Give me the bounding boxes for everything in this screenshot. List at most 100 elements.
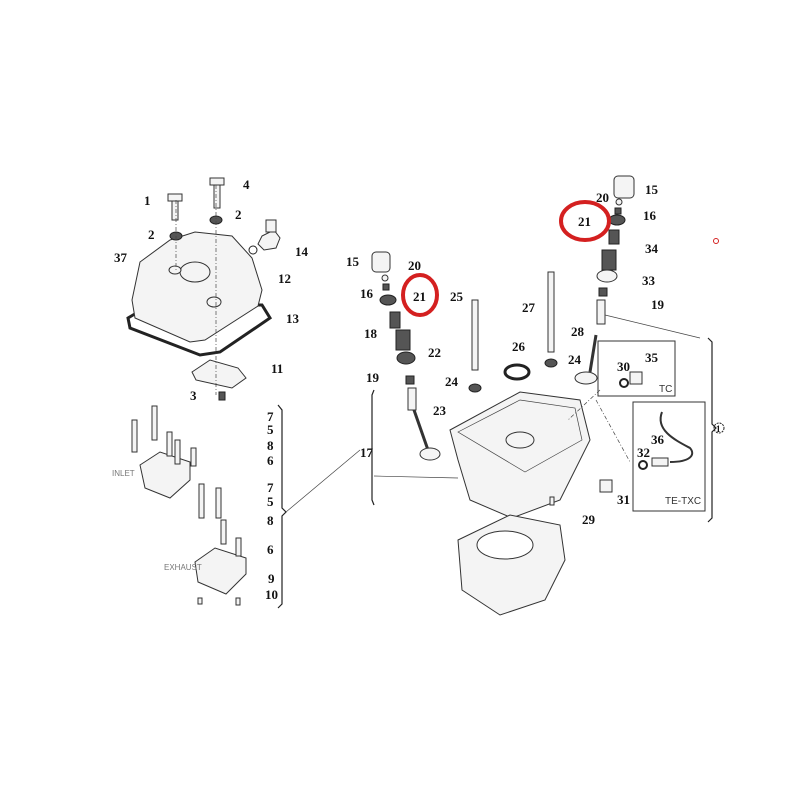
valve-cover: [131, 231, 263, 343]
shim-20: [615, 198, 623, 206]
shim-20: [381, 274, 389, 282]
bolt-hole: [206, 296, 222, 308]
dowel-9: [197, 597, 203, 605]
callout: 3: [190, 388, 197, 403]
leader-line: [285, 449, 361, 513]
leader-line: [604, 314, 701, 339]
seal-19: [405, 375, 415, 385]
spring-seat-33: [596, 269, 618, 283]
callout: 2: [235, 207, 242, 222]
callout: 4: [243, 177, 250, 192]
spark-plug-well: [505, 431, 535, 449]
tc-variant-box: [597, 340, 676, 397]
callout: 16: [360, 286, 374, 301]
callout: 18: [364, 326, 378, 341]
callout: 30: [617, 359, 630, 374]
marker-dot: [713, 238, 719, 244]
callout: 15: [645, 182, 659, 197]
callout: 26: [512, 339, 526, 354]
callout: 37: [114, 250, 128, 265]
axis-line: [595, 399, 631, 463]
axis-line: [567, 389, 601, 421]
cylinder: [457, 514, 566, 616]
callout: 28: [571, 324, 585, 339]
head-gasket-face: [457, 399, 583, 473]
plug-35: [629, 371, 643, 385]
te-txc-variant-box: [632, 401, 706, 512]
camshaft-bridges: [131, 404, 361, 609]
dowel-10: [235, 597, 241, 606]
inlet-bridge: [139, 451, 191, 499]
callout: 23: [433, 403, 447, 418]
bolt-8: [166, 431, 173, 457]
bolt-head: [209, 177, 225, 186]
washer-32: [638, 460, 648, 470]
callout: 2: [148, 227, 155, 242]
bucket-15: [613, 175, 635, 199]
callout: 8: [267, 513, 274, 528]
callout: 7: [267, 480, 274, 495]
spring-outer-34: [601, 249, 617, 271]
seal-19: [598, 287, 608, 297]
washer-24: [468, 383, 482, 393]
valve-head: [574, 371, 598, 385]
spring-inner-18: [389, 311, 401, 329]
washer-24: [544, 358, 558, 368]
callout: 29: [582, 512, 596, 527]
callout: 35: [645, 350, 659, 365]
ref-circle: [713, 422, 725, 434]
callout: 11: [271, 361, 283, 376]
bolt-7: [151, 405, 158, 441]
plate-11: [191, 359, 247, 389]
stud-27: [547, 271, 555, 353]
callout: 22: [428, 345, 441, 360]
callout: 34: [645, 241, 659, 256]
leader-line: [373, 475, 459, 479]
inlet-label: INLET: [112, 469, 135, 478]
o-ring-12: [248, 245, 258, 255]
callout: 32: [637, 445, 650, 460]
oil-cap-opening: [179, 261, 211, 283]
pin-29: [549, 496, 555, 506]
te-txc-label: TE-TXC: [665, 496, 701, 507]
callout: 31: [617, 492, 630, 507]
keeper-16: [614, 207, 622, 215]
exhaust-label: EXHAUST: [164, 563, 202, 572]
guide: [596, 299, 606, 325]
callout: 5: [267, 422, 274, 437]
retainer-21: [608, 214, 626, 226]
screw-3: [218, 391, 226, 401]
callout: 20: [408, 258, 421, 273]
exhaust-valve-train: [567, 175, 725, 523]
callout: 36: [651, 432, 665, 447]
callout: 1: [144, 193, 151, 208]
callout: 15: [346, 254, 360, 269]
bolt-hole: [168, 265, 182, 275]
callout: 12: [278, 271, 291, 286]
retainer-21: [379, 294, 397, 306]
callout: 33: [642, 273, 656, 288]
bolt-5: [215, 487, 222, 519]
valve-23: [412, 409, 430, 451]
spring-seat-22: [396, 351, 416, 365]
callout: 6: [267, 453, 274, 468]
breather-fitting-14: [257, 229, 281, 251]
cylinder-head: [449, 391, 591, 519]
callout-highlighted: 21: [578, 214, 591, 229]
exhaust-bridge: [194, 547, 247, 595]
valve-28: [588, 334, 598, 373]
bolt-8: [174, 439, 181, 465]
washer-30: [619, 378, 629, 388]
keeper-16: [382, 283, 390, 291]
bolt-head: [167, 193, 183, 202]
spring-outer-18: [395, 329, 411, 351]
sensor-cable: [659, 411, 694, 463]
dowel-31: [599, 479, 613, 493]
callout: 25: [450, 289, 464, 304]
callout: 10: [265, 587, 278, 602]
bracket-17: [371, 389, 375, 506]
callout: 27: [522, 300, 536, 315]
fitting-nozzle: [265, 219, 277, 233]
valve-cover-assembly: [126, 177, 281, 401]
